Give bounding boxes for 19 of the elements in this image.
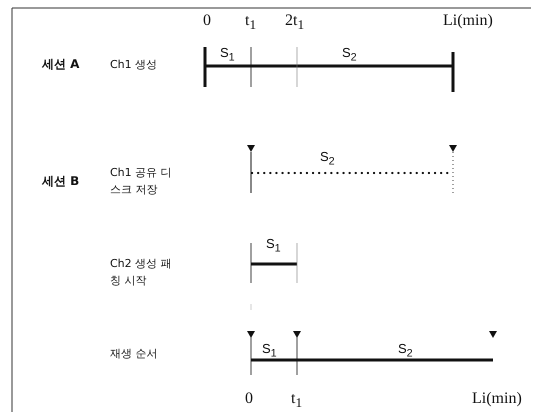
session-label: 세션 B xyxy=(42,175,80,188)
segment-label: S$_{2}$ xyxy=(342,46,357,64)
axis-tick-label: Li(min) xyxy=(472,390,522,408)
segment-label: S$_{1}$ xyxy=(266,237,281,256)
segment-label: S$_{1}$ xyxy=(262,342,277,360)
axis-tick-label: 2t$_{1}$ xyxy=(285,12,304,33)
row-label: Ch1 공유 디스크 저장 xyxy=(110,165,172,198)
segment-label: S$_{2}$ xyxy=(398,342,413,360)
axis-tick-label: 0 xyxy=(203,12,211,30)
axis-tick-label: t$_{1}$ xyxy=(291,390,302,411)
row-label: Ch1 생성 xyxy=(110,59,158,72)
row-label: 재생 순서 xyxy=(110,348,158,360)
segment-label: S$_{2}$ xyxy=(320,150,335,168)
axis-tick-label: 0 xyxy=(245,390,253,408)
axis-tick-label: Li(min) xyxy=(443,12,493,30)
session-label: 세션 A xyxy=(42,58,80,72)
segment-label: S$_{1}$ xyxy=(220,46,235,64)
row-label: Ch2 생성 패칭 시작 xyxy=(110,256,172,289)
axis-tick-label: t$_{1}$ xyxy=(245,12,256,33)
